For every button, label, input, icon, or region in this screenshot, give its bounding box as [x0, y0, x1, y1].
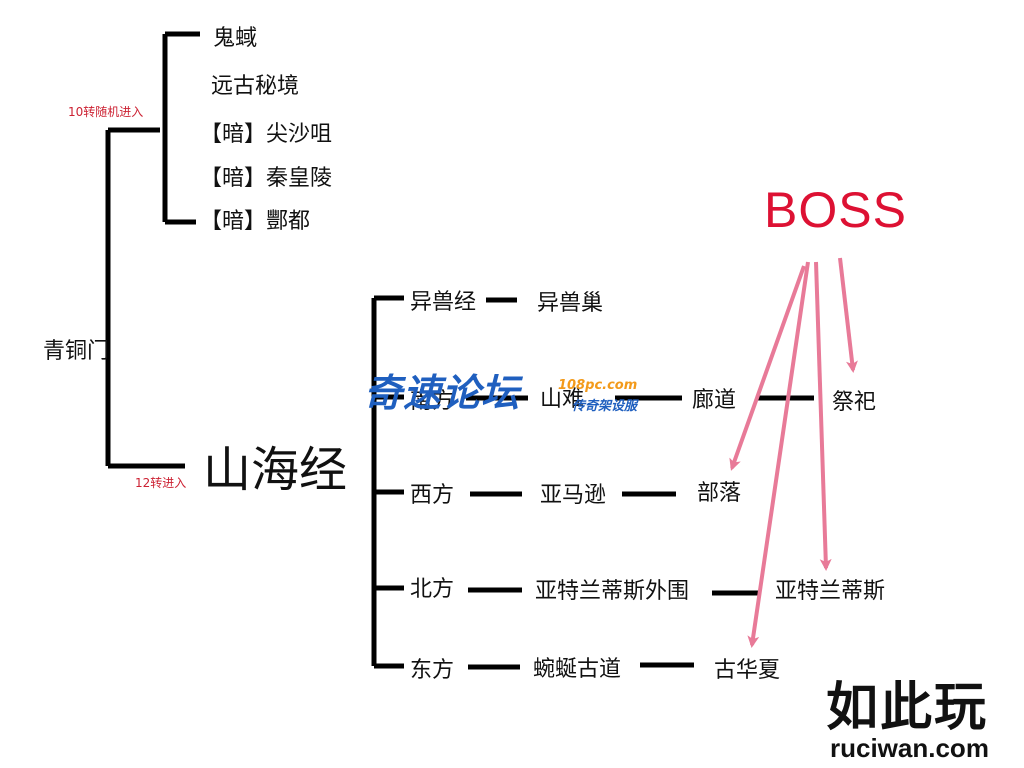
boss-label: BOSS	[764, 182, 907, 238]
boss-arrow-to-buluo	[729, 265, 806, 471]
node-guiyu: 鬼蜮	[213, 26, 258, 51]
node-buluo: 部落	[697, 481, 742, 506]
node-gu-huaxia: 古华夏	[714, 658, 781, 683]
note-10-turn: 10转随机进入	[68, 105, 144, 119]
boss-arrows	[729, 257, 858, 648]
node-yishouchao: 异兽巢	[537, 291, 604, 316]
node-dongfang: 东方	[410, 658, 455, 683]
watermark-brand-logo: 如此玩	[826, 677, 989, 738]
boss-arrow-to-gu-huaxia	[747, 261, 810, 648]
watermark-forum-url: 108pc.com	[558, 378, 638, 393]
watermark-forum-slogan: 传奇架设服	[572, 399, 638, 414]
node-qingtongmen: 青铜门	[43, 339, 110, 364]
node-jisi: 祭祀	[832, 390, 877, 415]
node-an-jianshazui: 【暗】尖沙咀	[200, 122, 333, 147]
boss-arrow-to-jisi	[838, 257, 858, 373]
node-atlantis: 亚特兰蒂斯	[775, 579, 886, 604]
boss-arrow-to-atlantis	[814, 261, 832, 571]
node-langdao: 廊道	[692, 388, 737, 413]
node-an-fengdu: 【暗】酆都	[200, 209, 311, 234]
connector-lines	[105, 31, 814, 670]
node-nanfang: 南方	[410, 389, 455, 414]
node-shannan: 山难	[540, 387, 585, 412]
node-shanhaijing: 山海经	[203, 442, 348, 498]
node-xifang: 西方	[410, 483, 455, 508]
node-yuangu-mijing: 远古秘境	[211, 74, 300, 99]
note-12-turn: 12转进入	[135, 476, 187, 490]
watermark-forum-name: 奇速论坛	[364, 371, 521, 415]
node-yishoujing: 异兽经	[410, 290, 477, 315]
node-atlantis-outer: 亚特兰蒂斯外围	[535, 579, 690, 604]
node-beifang: 北方	[410, 577, 455, 602]
watermark-brand-url: ruciwan.com	[830, 733, 989, 763]
node-wanyan-gudao: 蜿蜒古道	[533, 657, 622, 682]
node-an-qinhuangling: 【暗】秦皇陵	[200, 166, 333, 191]
node-yamaxun: 亚马逊	[540, 483, 607, 508]
